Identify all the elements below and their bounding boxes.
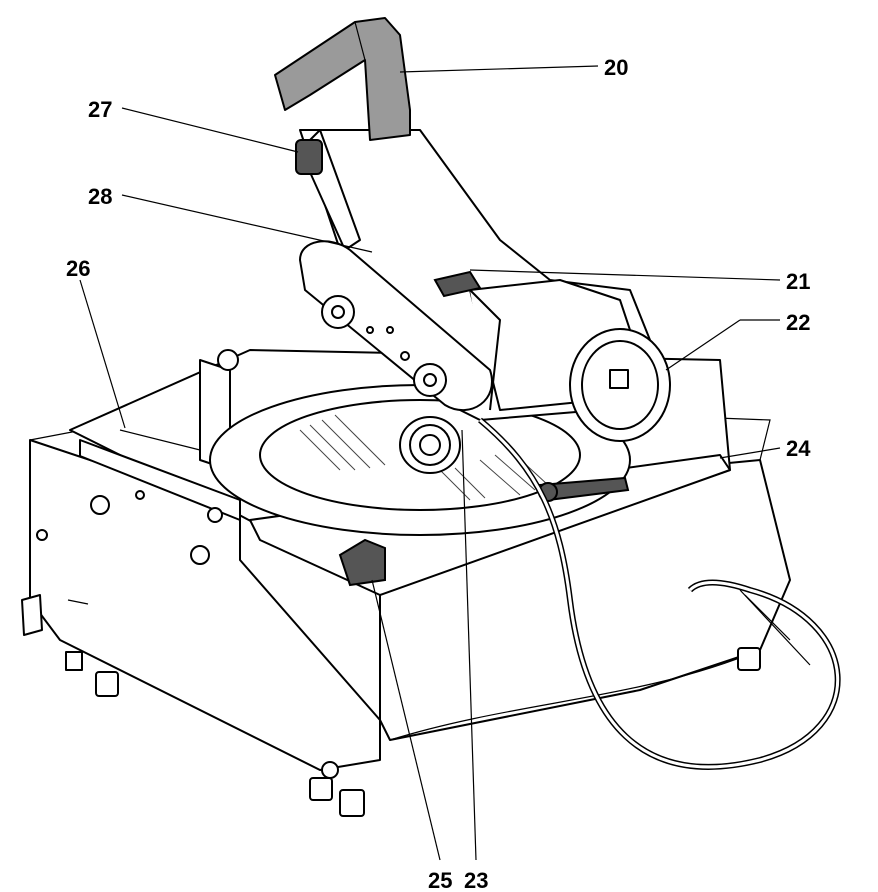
leader-25 bbox=[371, 579, 441, 861]
leader-24 bbox=[719, 447, 781, 459]
callout-labels: 20 21 22 23 24 25 26 27 28 bbox=[66, 55, 811, 892]
leader-27 bbox=[121, 107, 299, 153]
leader-lines bbox=[79, 65, 781, 861]
feet bbox=[65, 647, 761, 817]
callout-23: 23 bbox=[464, 868, 488, 892]
power-cable bbox=[478, 417, 841, 770]
callout-28: 28 bbox=[88, 184, 112, 209]
callout-20: 20 bbox=[604, 55, 628, 80]
callout-25: 25 bbox=[428, 868, 452, 892]
leader-22 bbox=[665, 319, 741, 371]
stop-block bbox=[338, 538, 386, 587]
callout-26: 26 bbox=[66, 256, 90, 281]
lock-knob bbox=[295, 139, 323, 175]
leader-26 bbox=[79, 279, 126, 429]
turntable-hatch bbox=[299, 414, 549, 501]
callout-22: 22 bbox=[786, 310, 810, 335]
handle bbox=[274, 17, 411, 141]
callout-21: 21 bbox=[786, 269, 810, 294]
release-lever bbox=[433, 270, 482, 298]
callout-27: 27 bbox=[88, 97, 112, 122]
leader-20 bbox=[399, 65, 599, 73]
callout-24: 24 bbox=[786, 436, 811, 461]
leader-28 bbox=[121, 194, 373, 253]
drive-pulley bbox=[399, 416, 461, 474]
leader-23 bbox=[461, 429, 477, 861]
leader-21 bbox=[469, 269, 781, 281]
adjustment-wheel bbox=[569, 328, 671, 442]
